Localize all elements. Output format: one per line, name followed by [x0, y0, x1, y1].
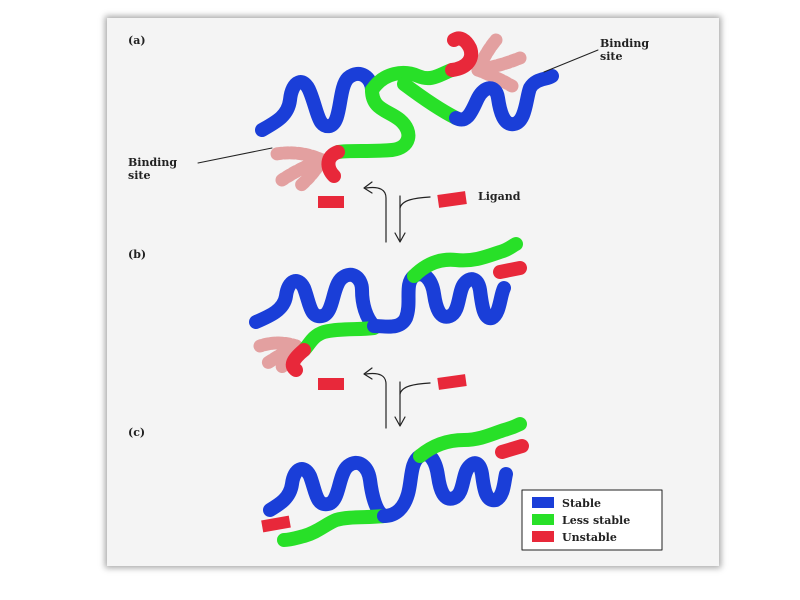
- panel-label-a: (a): [128, 34, 146, 47]
- equilibrium-arrows-ab: [363, 181, 431, 243]
- protein-a-unstable-top: [445, 31, 479, 77]
- protein-c: [263, 417, 529, 547]
- ligand-incoming-a: [437, 191, 467, 208]
- protein-a-unstable-left: [321, 145, 345, 183]
- protein-c-unstable-right: [495, 439, 529, 459]
- ligand-free-b: [318, 378, 344, 390]
- ligand-bound-c: [261, 515, 291, 533]
- panel-a-faded-top-site: [471, 33, 527, 93]
- legend-swatch-less-stable: [532, 514, 554, 525]
- legend-swatch-unstable: [532, 531, 554, 542]
- protein-b: [249, 237, 527, 377]
- binding-site-left-label-line2: site: [128, 169, 150, 182]
- panel-label-c: (c): [128, 426, 145, 439]
- legend: Stable Less stable Unstable: [521, 489, 663, 551]
- protein-b-less-stable-top: [407, 237, 523, 283]
- protein-a: [255, 31, 559, 183]
- binding-site-left-line: [197, 147, 273, 164]
- binding-site-top-label-line2: site: [600, 50, 622, 63]
- ligand-incoming-b: [437, 374, 467, 390]
- protein-a-green-down: [397, 77, 463, 125]
- protein-a-stable-right: [449, 69, 559, 132]
- protein-a-less-stable-upper: [365, 63, 459, 97]
- protein-b-stable-left: [249, 267, 381, 333]
- protein-b-unstable-left: [285, 343, 311, 377]
- legend-label-stable: Stable: [562, 497, 601, 510]
- binding-site-left-label-line1: Binding: [128, 156, 177, 169]
- protein-b-less-stable-bottom: [297, 321, 381, 357]
- legend-swatch-stable: [532, 497, 554, 508]
- ligand-free-a: [318, 196, 344, 208]
- protein-c-stable-left: [263, 455, 391, 523]
- panel-label-b: (b): [128, 248, 146, 261]
- equilibrium-arrows-bc: [363, 367, 431, 429]
- ligand-label: Ligand: [478, 190, 521, 203]
- legend-label-unstable: Unstable: [562, 531, 617, 544]
- panel-a-faded-left-site: [269, 146, 329, 193]
- binding-site-top-line: [543, 49, 599, 73]
- protein-b-unstable-right: [493, 261, 527, 279]
- protein-a-less-stable-mid: [331, 83, 416, 159]
- binding-site-top-label-line1: Binding: [600, 37, 649, 50]
- protein-b-stable-right: [367, 267, 511, 334]
- legend-label-less-stable: Less stable: [562, 514, 630, 527]
- protein-c-less-stable-top: [413, 417, 527, 463]
- protein-a-stable-left: [255, 66, 379, 137]
- protein-c-stable-right: [377, 447, 513, 523]
- protein-c-less-stable-bottom: [277, 509, 391, 547]
